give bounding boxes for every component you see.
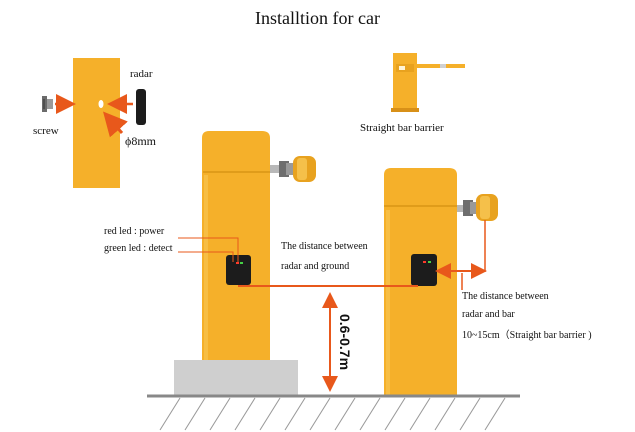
screw-label: screw	[33, 125, 59, 137]
radar-sensor-icon	[226, 255, 251, 285]
sensor-head-left	[270, 156, 316, 182]
height-value-label: 0.6-0.7m	[337, 313, 353, 371]
radar-label: radar	[130, 68, 153, 80]
bar-distance-label-1: The distance between	[462, 291, 549, 302]
ground-hatch	[147, 394, 520, 431]
right-post	[384, 168, 498, 396]
mounting-hole	[98, 100, 104, 108]
screw-icon	[42, 96, 53, 112]
ground-distance-label-2: radar and ground	[281, 261, 350, 272]
diameter-arrow	[103, 111, 128, 138]
ground-distance-label-1: The distance between	[281, 241, 368, 252]
sensor-head-right	[457, 194, 498, 221]
barrier-icon	[391, 53, 465, 112]
barrier-type-label: Straight bar barrier	[360, 122, 444, 134]
diagram-title: Installtion for car	[255, 8, 380, 28]
green-led-label: green led : detect	[104, 243, 173, 254]
diameter-label: ϕ8mm	[125, 134, 156, 148]
post-base	[174, 360, 298, 396]
red-led-label: red led : power	[104, 226, 165, 237]
inset-mounting	[42, 58, 146, 188]
left-post	[174, 131, 316, 396]
bar-distance-label-3: 10~15cm（Straight bar barrier )	[462, 330, 592, 341]
radar-sensor-icon-right	[411, 254, 437, 286]
bar-distance-label-2: radar and bar	[462, 309, 515, 320]
measurements	[178, 220, 487, 392]
radar-icon	[136, 89, 146, 125]
